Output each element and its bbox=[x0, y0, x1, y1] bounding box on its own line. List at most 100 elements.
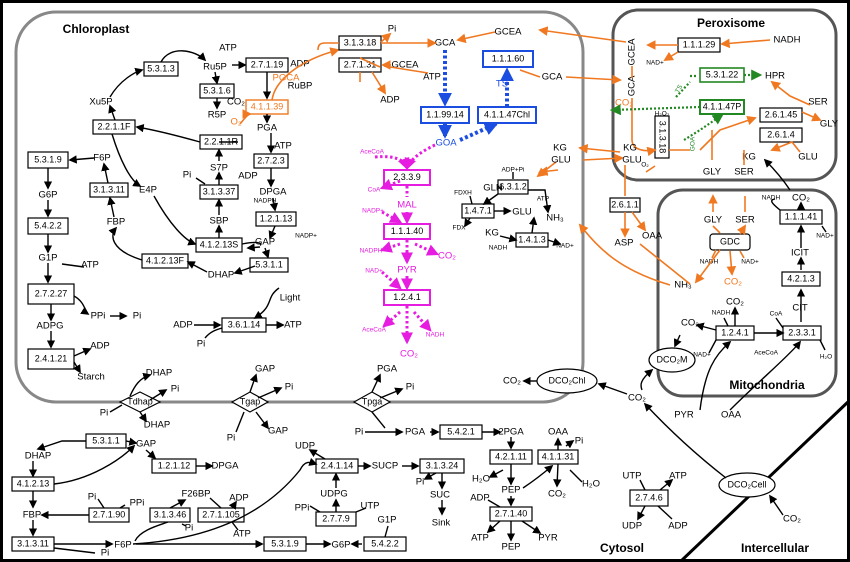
goa-label-chl: GOA bbox=[435, 138, 457, 149]
svg-text:3.1.3.46: 3.1.3.46 bbox=[154, 509, 187, 519]
svg-text:2.7.2.27: 2.7.2.27 bbox=[35, 288, 68, 298]
svg-text:UDPG: UDPG bbox=[320, 489, 347, 500]
svg-text:NADPH: NADPH bbox=[360, 248, 383, 255]
svg-text:3.1.3.18: 3.1.3.18 bbox=[658, 121, 668, 154]
gdc-enzyme bbox=[709, 233, 751, 251]
enzyme-1-1-99-14 bbox=[420, 106, 470, 124]
svg-text:ATP: ATP bbox=[81, 260, 99, 271]
svg-text:5.3.1.1: 5.3.1.1 bbox=[255, 259, 283, 269]
svg-text:H₂O: H₂O bbox=[582, 479, 600, 490]
svg-text:OAA: OAA bbox=[721, 410, 742, 421]
svg-text:1.1.1.41: 1.1.1.41 bbox=[785, 211, 818, 221]
svg-text:DHAP: DHAP bbox=[146, 368, 172, 379]
enzyme-3-1-3-18-p bbox=[654, 115, 670, 159]
svg-text:Pi: Pi bbox=[133, 311, 141, 322]
svg-text:GLU: GLU bbox=[798, 152, 818, 163]
svg-text:NADP+: NADP+ bbox=[362, 208, 384, 215]
svg-text:PGA: PGA bbox=[377, 364, 398, 375]
svg-text:PPi: PPi bbox=[130, 498, 145, 509]
svg-text:1.1.1.29: 1.1.1.29 bbox=[683, 39, 716, 49]
transporters: Tdhap Tgap Tpga DCO₂Chl DCO₂Cell DHAP Pi… bbox=[100, 364, 802, 525]
svg-text:NADH: NADH bbox=[489, 245, 508, 252]
atp-label: ATP bbox=[219, 43, 237, 54]
svg-text:3.1.3.18: 3.1.3.18 bbox=[344, 37, 377, 47]
svg-text:ADP: ADP bbox=[229, 493, 249, 504]
svg-text:NADH: NADH bbox=[762, 195, 781, 202]
svg-text:ADP: ADP bbox=[668, 521, 688, 532]
svg-text:4.1.1.31: 4.1.1.31 bbox=[542, 451, 575, 461]
svg-text:2.6.1.4: 2.6.1.4 bbox=[767, 129, 795, 139]
pyr-label-chl: PYR bbox=[397, 265, 417, 276]
svg-text:GDC: GDC bbox=[720, 236, 741, 246]
svg-text:CO₂: CO₂ bbox=[724, 277, 742, 288]
svg-text:UTP: UTP bbox=[623, 471, 642, 482]
svg-text:Pi: Pi bbox=[227, 433, 235, 444]
svg-text:DCO₂Chl: DCO₂Chl bbox=[549, 375, 586, 385]
svg-text:GLY: GLY bbox=[820, 119, 839, 130]
svg-text:2.3.3.1: 2.3.3.1 bbox=[788, 327, 816, 337]
ru5p-label: Ru5P bbox=[203, 62, 227, 73]
svg-text:5.4.2.1: 5.4.2.1 bbox=[447, 426, 475, 436]
svg-text:2.7.1.40: 2.7.1.40 bbox=[495, 508, 528, 518]
svg-text:Pi: Pi bbox=[355, 427, 363, 438]
svg-text:CoA: CoA bbox=[368, 187, 381, 194]
svg-text:5.3.1.22: 5.3.1.22 bbox=[706, 69, 739, 79]
enzyme-1-1-1-60 bbox=[482, 50, 534, 68]
dco2m-node bbox=[648, 347, 696, 373]
svg-text:Pi: Pi bbox=[285, 382, 293, 393]
cytosol-title: Cytosol bbox=[600, 541, 644, 555]
svg-text:H₂O: H₂O bbox=[472, 474, 490, 485]
ts-label: TS bbox=[496, 79, 508, 90]
hpr-label: HPR bbox=[765, 71, 785, 82]
svg-text:GAP: GAP bbox=[255, 364, 275, 375]
svg-text:SUCP: SUCP bbox=[372, 461, 398, 472]
gap-label: GAP bbox=[255, 237, 275, 248]
svg-text:CO₂: CO₂ bbox=[227, 97, 245, 108]
svg-text:NAD+: NAD+ bbox=[741, 259, 759, 266]
svg-text:NADH: NADH bbox=[426, 332, 445, 339]
svg-text:1.2.1.12: 1.2.1.12 bbox=[158, 460, 191, 470]
svg-text:AceCoA: AceCoA bbox=[754, 350, 779, 357]
svg-text:ADP: ADP bbox=[90, 341, 110, 352]
light-label: Light bbox=[280, 293, 301, 304]
svg-text:ATP: ATP bbox=[274, 141, 292, 152]
dhap-label: DHAP bbox=[208, 270, 234, 281]
svg-text:SUC: SUC bbox=[430, 490, 450, 501]
g1p-label: G1P bbox=[38, 253, 57, 264]
svg-text:DCO₂Cell: DCO₂Cell bbox=[728, 479, 767, 489]
svg-text:ATP: ATP bbox=[233, 529, 251, 540]
svg-text:6.3.1.2: 6.3.1.2 bbox=[499, 181, 527, 191]
svg-text:5.3.1.9: 5.3.1.9 bbox=[34, 154, 62, 164]
enzyme-2-7-4-6 bbox=[629, 489, 669, 507]
enzyme-1-1-1-41 bbox=[779, 209, 823, 225]
svg-text:SER: SER bbox=[734, 167, 754, 178]
svg-text:1.2.1.13: 1.2.1.13 bbox=[260, 213, 293, 223]
svg-text:4.1.1.39: 4.1.1.39 bbox=[251, 101, 284, 111]
svg-text:5.3.1.6: 5.3.1.6 bbox=[203, 85, 231, 95]
svg-text:GCEA: GCEA bbox=[392, 60, 420, 71]
svg-text:CO₂: CO₂ bbox=[615, 98, 633, 109]
svg-text:Pi: Pi bbox=[388, 24, 396, 35]
svg-text:CoA: CoA bbox=[770, 311, 783, 318]
svg-text:GLN: GLN bbox=[483, 183, 503, 194]
svg-text:PPi: PPi bbox=[91, 311, 106, 322]
dpga-label: DPGA bbox=[260, 187, 288, 198]
svg-text:O₂: O₂ bbox=[230, 117, 241, 128]
svg-text:ATP: ATP bbox=[284, 320, 302, 331]
adpg-label: ADPG bbox=[37, 321, 64, 332]
svg-text:Tgap: Tgap bbox=[240, 396, 261, 406]
svg-text:NAD+: NAD+ bbox=[556, 243, 574, 250]
svg-text:4.1.2.13: 4.1.2.13 bbox=[17, 478, 50, 488]
svg-text:CO₂: CO₂ bbox=[726, 297, 744, 308]
svg-text:4.1.1.47Chl: 4.1.1.47Chl bbox=[484, 109, 530, 119]
peroxisome-title: Peroxisome bbox=[697, 16, 765, 30]
svg-text:GLY: GLY bbox=[704, 215, 723, 226]
svg-text:NAD+: NAD+ bbox=[693, 352, 711, 359]
svg-text:2.7.1.19: 2.7.1.19 bbox=[251, 59, 284, 69]
fbp-label: FBP bbox=[107, 217, 125, 228]
svg-text:PEP: PEP bbox=[501, 485, 520, 496]
svg-text:3.1.3.37: 3.1.3.37 bbox=[203, 186, 236, 196]
intercellular-title: Intercellular bbox=[741, 541, 809, 555]
svg-text:4.1.2.13S: 4.1.2.13S bbox=[200, 239, 239, 249]
